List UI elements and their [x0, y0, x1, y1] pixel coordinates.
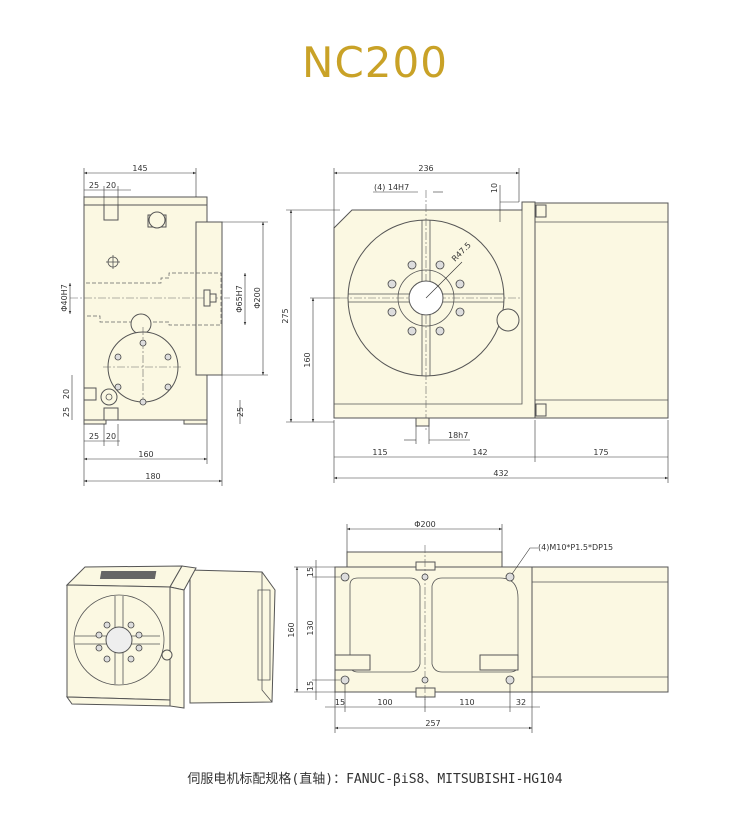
- dim-flange-200: Φ200: [253, 287, 262, 309]
- dim-center-160: 160: [303, 352, 312, 367]
- bolt-circle: [387, 260, 465, 336]
- dim-x-32: 32: [516, 698, 526, 707]
- dim-142: 142: [472, 448, 487, 457]
- dim-left-25: 25: [62, 407, 71, 417]
- dim-bottom-25: 25: [89, 432, 99, 441]
- dim-115: 115: [372, 448, 387, 457]
- dim-x-15: 15: [335, 698, 345, 707]
- dim-overall-180: 180: [145, 472, 160, 481]
- side-view: 145 25 20 Φ40H7 Φ65H7 Φ200 20 25 25 25 2…: [60, 164, 268, 486]
- dim-130: 130: [306, 620, 315, 635]
- dim-dia-200: Φ200: [414, 520, 436, 529]
- dim-top-25: 25: [89, 181, 99, 190]
- tap-note: (4)M10*P1.5*DP15: [538, 543, 613, 552]
- dim-top-20: 20: [106, 181, 116, 190]
- dim-257: 257: [425, 719, 440, 728]
- dim-432: 432: [493, 469, 508, 478]
- dim-key-18: 18h7: [448, 431, 468, 440]
- dim-right-25: 25: [236, 407, 245, 417]
- dim-bore-40: Φ40H7: [60, 284, 69, 312]
- dim-x-100: 100: [377, 698, 392, 707]
- dim-top-15: 15: [306, 567, 315, 577]
- dim-236: 236: [418, 164, 433, 173]
- bottom-view: Φ200 (4)M10*P1.5*DP15 160 15 130 15 15 1…: [287, 520, 669, 733]
- product-title: NC200: [302, 38, 448, 87]
- dim-left-20: 20: [62, 389, 71, 399]
- front-view: R47.5 236 (4) 14H7 10 275 160 18h7 115 1…: [281, 164, 669, 483]
- dim-x-110: 110: [459, 698, 474, 707]
- isometric-view: [65, 565, 276, 709]
- dim-145: 145: [132, 164, 147, 173]
- brand-plate: [99, 571, 157, 579]
- dim-275: 275: [281, 308, 290, 323]
- dim-175: 175: [593, 448, 608, 457]
- dim-height-160: 160: [287, 622, 296, 637]
- dim-slot-14: (4) 14H7: [374, 183, 409, 192]
- dim-10: 10: [490, 183, 499, 193]
- dim-bottom-15: 15: [306, 681, 315, 691]
- servo-motor-spec: 伺服电机标配规格(直轴)：FANUC-βiS8、MITSUBISHI-HG104: [187, 772, 563, 787]
- dim-base-160: 160: [138, 450, 153, 459]
- dim-bottom-20: 20: [106, 432, 116, 441]
- dim-bore-65: Φ65H7: [235, 285, 244, 313]
